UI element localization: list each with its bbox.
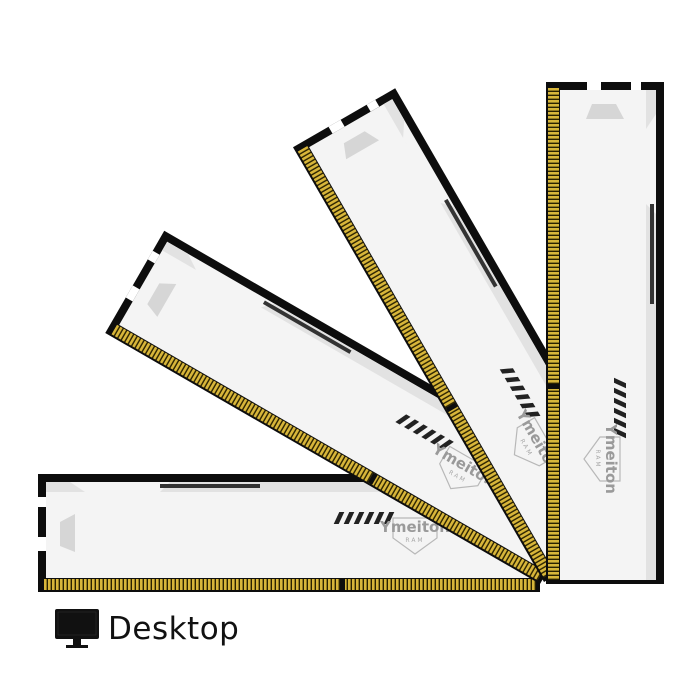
ram-module: Ymeiton RAM [546,82,664,584]
monitor-icon [55,609,99,648]
brand-logo: Ymeiton RAM [583,423,621,494]
svg-text:Ymeiton: Ymeiton [379,518,450,536]
caption-label: Desktop [108,611,240,647]
desktop-caption: Desktop [54,608,239,650]
svg-text:RAM: RAM [594,449,601,468]
svg-text:RAM: RAM [405,537,424,544]
svg-text:Ymeiton: Ymeiton [602,423,620,494]
